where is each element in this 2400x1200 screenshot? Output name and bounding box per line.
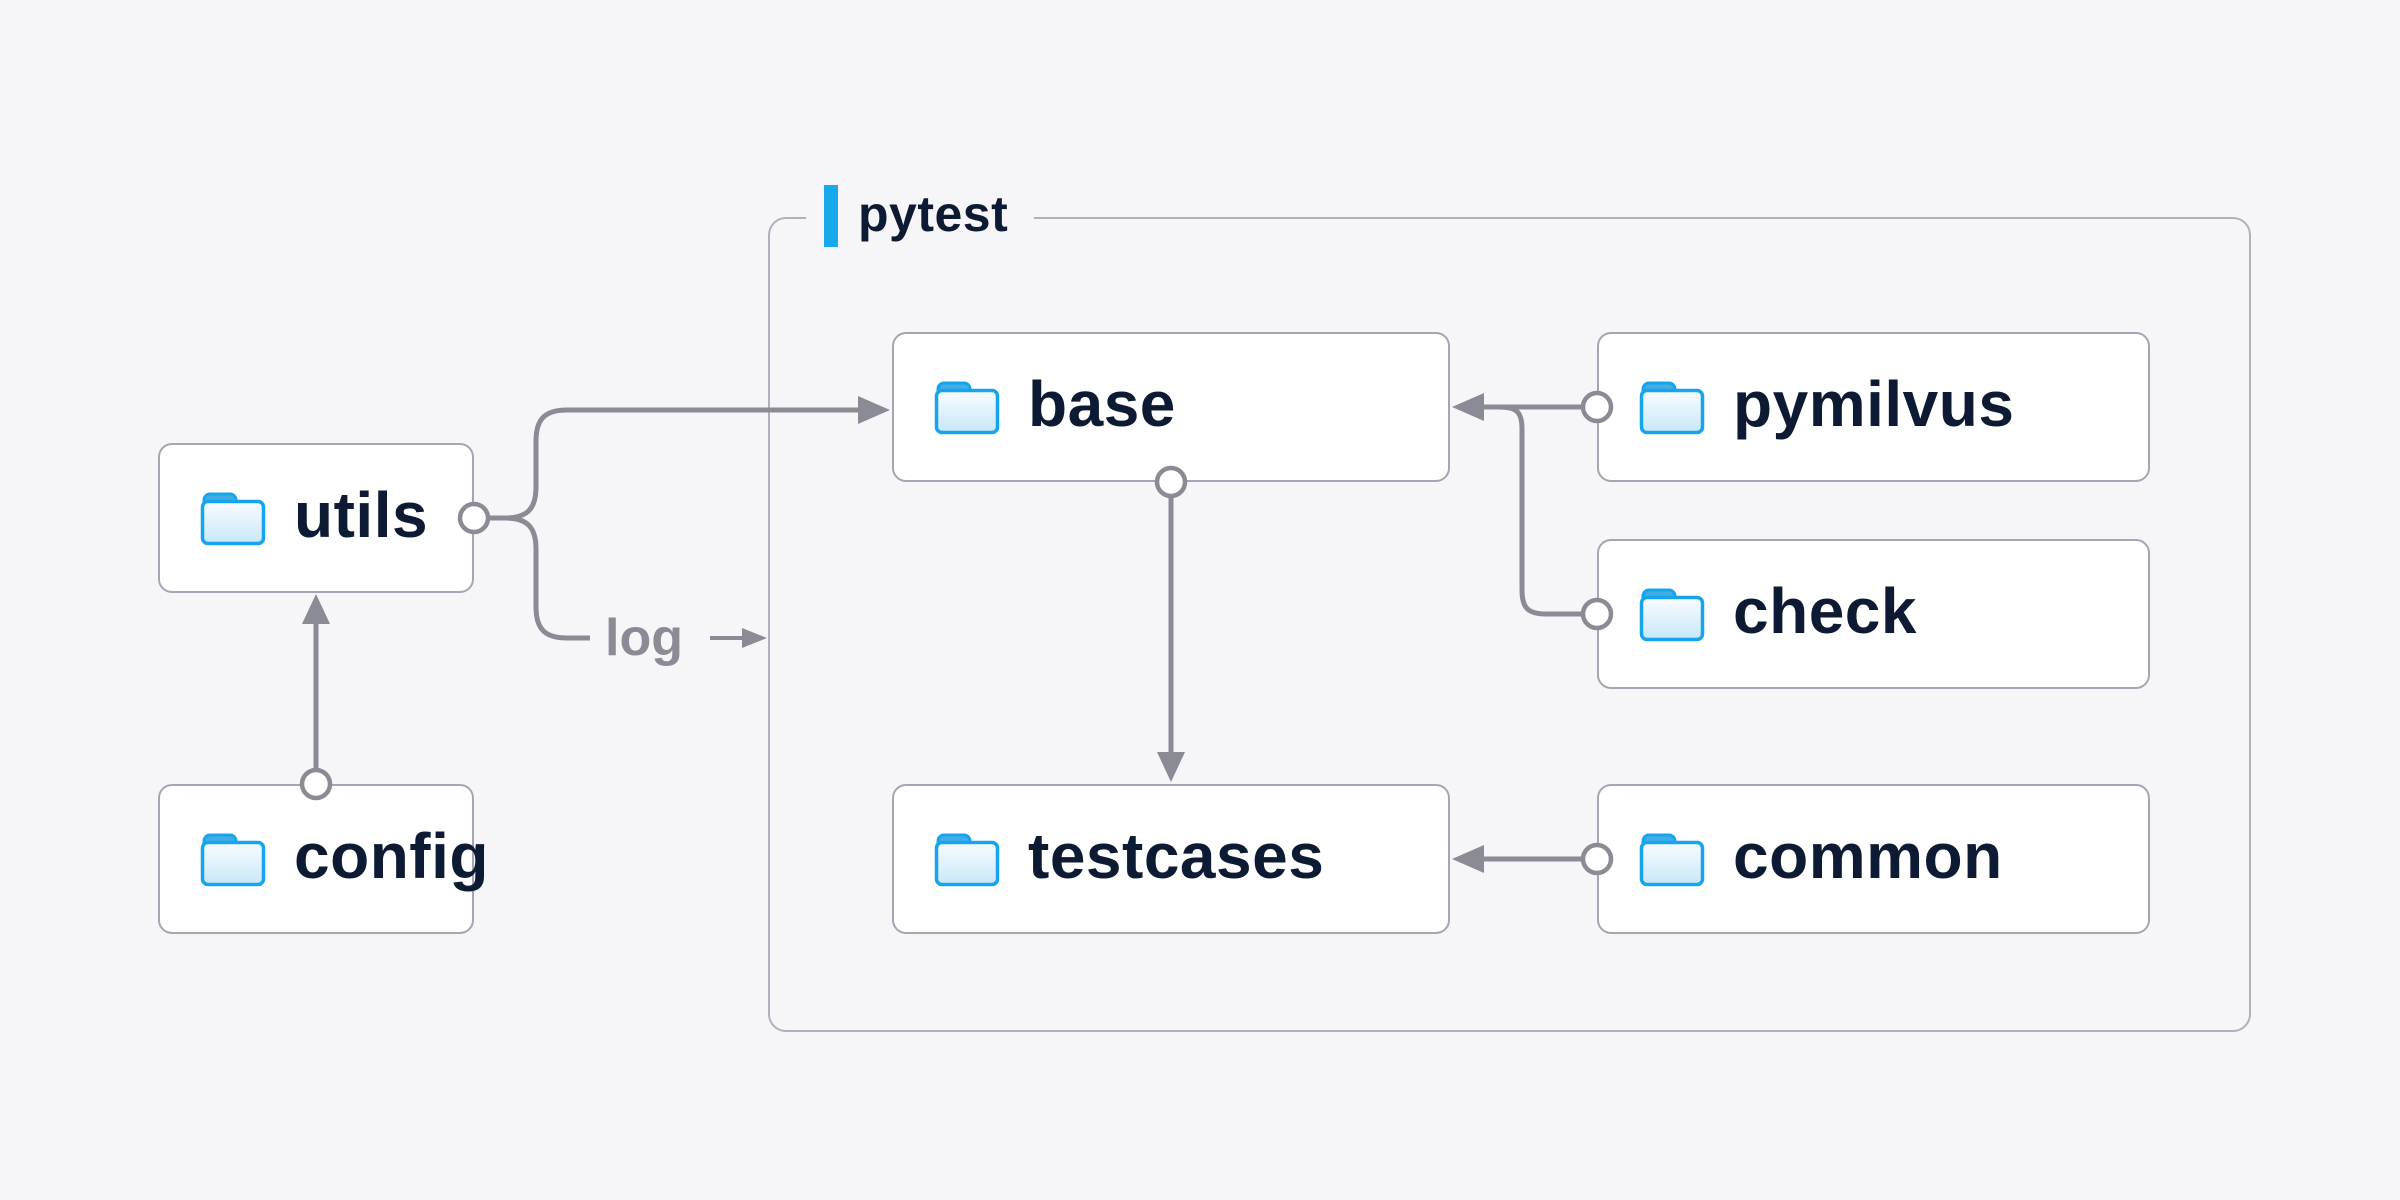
port-config-top[interactable] (299, 767, 333, 801)
folder-icon (1639, 381, 1705, 435)
accent-bar (824, 185, 838, 247)
port-common-left[interactable] (1580, 842, 1614, 876)
port-pymilvus-left[interactable] (1580, 390, 1614, 424)
node-utils[interactable]: utils (158, 443, 474, 593)
edge-config-utils (302, 594, 330, 768)
group-title: pytest (858, 186, 1009, 242)
folder-icon (1639, 588, 1705, 642)
node-config[interactable]: config (158, 784, 488, 934)
node-label: pymilvus (1733, 368, 2015, 440)
folder-icon (200, 833, 266, 887)
node-label: common (1733, 820, 2003, 892)
node-check[interactable]: check (1597, 539, 2150, 689)
port-utils-right[interactable] (457, 501, 491, 535)
node-common[interactable]: common (1597, 784, 2150, 934)
port-check-left[interactable] (1580, 597, 1614, 631)
folder-icon (934, 381, 1000, 435)
node-label: testcases (1028, 820, 1325, 892)
node-testcases[interactable]: testcases (892, 784, 1450, 934)
node-pymilvus[interactable]: pymilvus (1597, 332, 2150, 482)
folder-icon (200, 492, 266, 546)
folder-icon (1639, 833, 1705, 887)
port-base-bottom[interactable] (1154, 465, 1188, 499)
edge-label-log: log (605, 609, 683, 667)
node-label: base (1028, 368, 1176, 440)
folder-icon (934, 833, 1000, 887)
pytest-group-label: pytest (806, 183, 1035, 249)
node-label: config (294, 820, 489, 892)
node-label: check (1733, 575, 1917, 647)
pytest-group-box (768, 217, 2251, 1032)
node-label: utils (294, 479, 429, 551)
node-base[interactable]: base (892, 332, 1450, 482)
